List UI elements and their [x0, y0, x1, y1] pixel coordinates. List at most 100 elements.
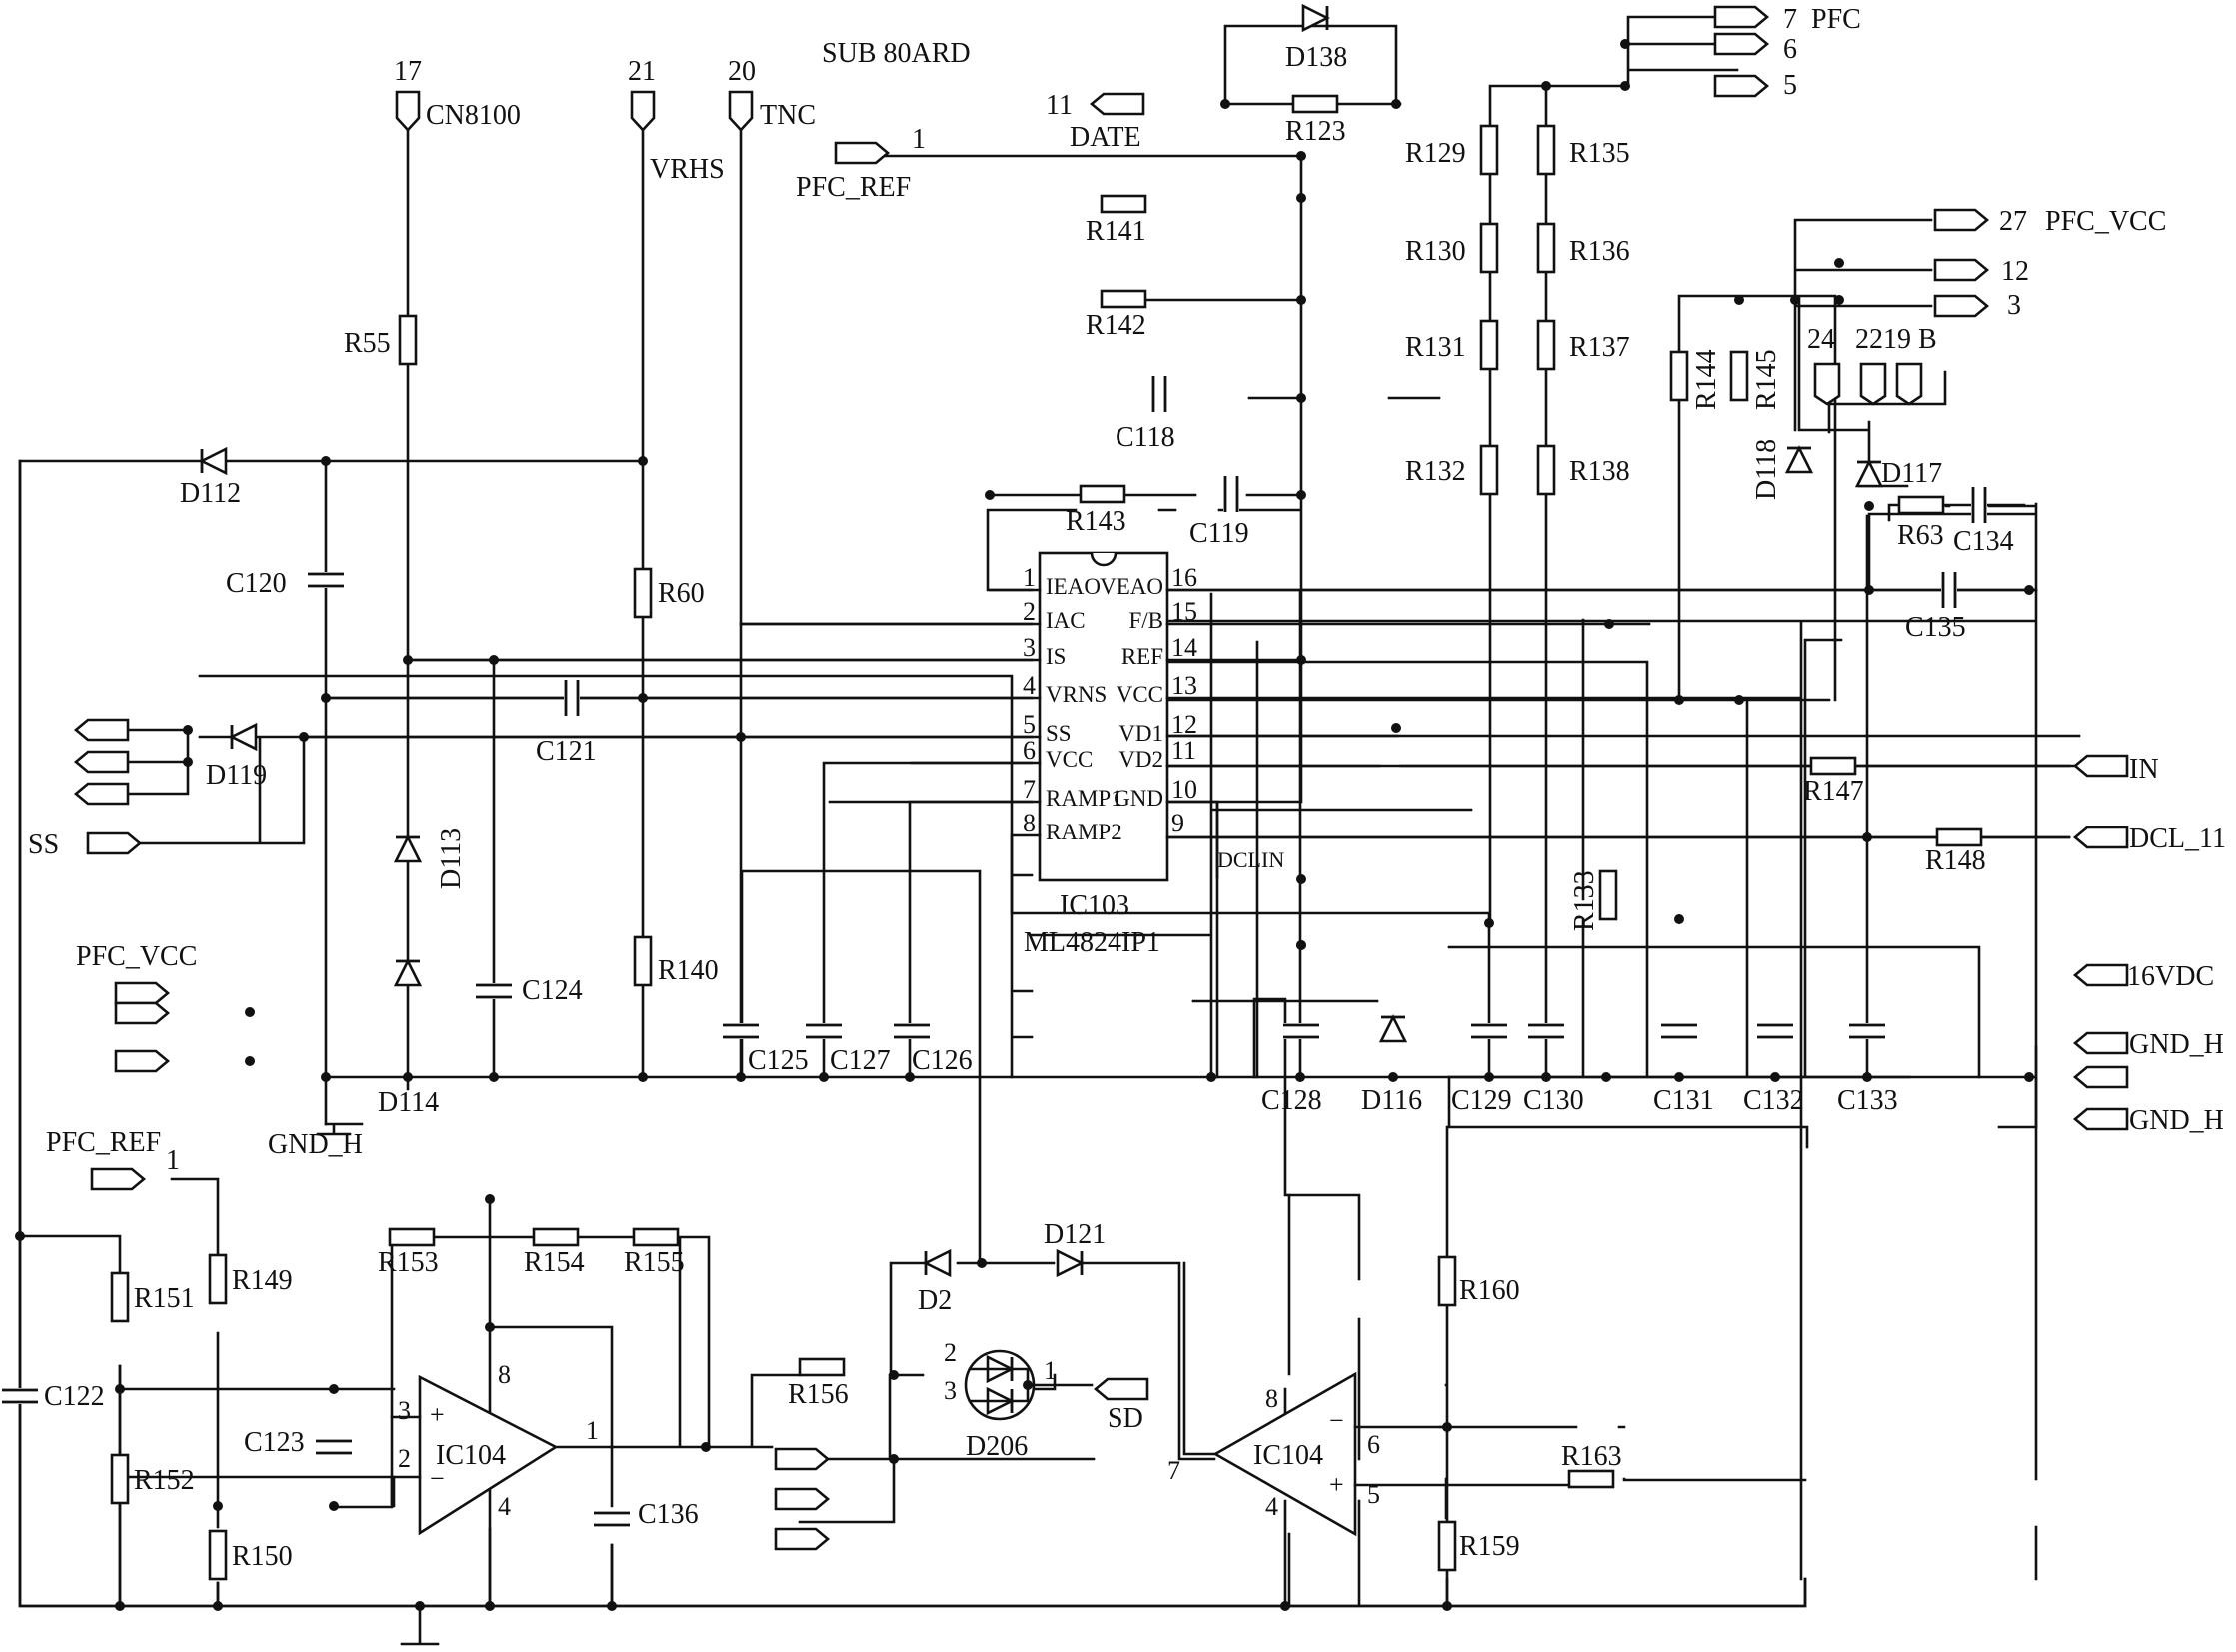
label-r135: R135: [1569, 138, 1630, 169]
ic103-pin-10-number: 10: [1171, 775, 1197, 804]
ic103-pin-13-name: VCC: [1117, 682, 1163, 707]
ic104a-pin3: 3: [398, 1396, 411, 1425]
label-c133: C133: [1837, 1085, 1898, 1116]
label-c127: C127: [830, 1045, 891, 1076]
date-name: DATE: [1070, 122, 1141, 153]
label-r160: R160: [1459, 1275, 1520, 1306]
ic103-pin-11-name: VD2: [1118, 747, 1163, 772]
cn8100-num: 17: [394, 56, 422, 87]
ic103-pin-7-name: RAMP1: [1046, 786, 1122, 811]
ic104b-pin8: 8: [1265, 1384, 1278, 1413]
ic104a-minus: −: [430, 1464, 445, 1493]
d206-pin2: 2: [944, 1338, 957, 1367]
label-r153: R153: [378, 1247, 439, 1278]
ic104b-ref: IC104: [1253, 1440, 1323, 1471]
label-c128: C128: [1261, 1085, 1322, 1116]
label-d138: D138: [1285, 42, 1347, 73]
label-d116: D116: [1361, 1085, 1422, 1116]
pin5-label: 5: [1783, 70, 1797, 101]
gnd-h1-label: GND_H: [2129, 1029, 2224, 1060]
label-r60: R60: [658, 578, 705, 609]
connector-symbols: [74, 5, 2129, 1646]
ic103-pin-15-name: F/B: [1128, 608, 1163, 633]
label-c119: C119: [1189, 518, 1249, 549]
ic103-pin-5-number: 5: [1023, 710, 1036, 739]
ic103-pin-14-number: 14: [1171, 633, 1197, 662]
label-d117: D117: [1881, 458, 1942, 489]
d206-ref: D206: [966, 1431, 1028, 1462]
label-r163: R163: [1561, 1441, 1622, 1472]
vrhs-num: 21: [628, 56, 656, 87]
ic103-pin-12-name: VD1: [1118, 721, 1163, 746]
pin3-label: 3: [2007, 290, 2021, 321]
label-c124: C124: [522, 975, 583, 1006]
label-d118: D118: [1751, 439, 1782, 500]
pin12-label: 12: [2001, 256, 2029, 287]
label-c134: C134: [1953, 526, 2014, 557]
d206-pin1: 1: [1044, 1356, 1057, 1385]
label-d114: D114: [378, 1087, 439, 1118]
label-c122: C122: [44, 1381, 105, 1412]
component-labels: R55R60R140R141R142R143R123R129R130R131R1…: [44, 42, 2014, 1572]
label-r136: R136: [1569, 236, 1630, 267]
ic104b-pin4: 4: [1265, 1492, 1278, 1521]
label-r156: R156: [788, 1379, 849, 1410]
ic104b-minus: −: [1329, 1406, 1344, 1435]
label-r148: R148: [1925, 845, 1986, 876]
labels: SUB 80ARD 17 CN8100 21 VRHS 20 TNC 11 DA…: [28, 4, 2226, 1434]
ic104a-pin8: 8: [498, 1360, 511, 1389]
label-r130: R130: [1405, 236, 1466, 267]
label-c135: C135: [1905, 612, 1966, 643]
label-c136: C136: [638, 1499, 699, 1530]
ic104b-pin6: 6: [1367, 1430, 1380, 1459]
label-r133: R133: [1569, 870, 1600, 931]
ic103-pin-7-number: 7: [1023, 775, 1036, 804]
ic103-pin-3-name: IS: [1046, 644, 1066, 669]
pin2219-label: 2219 B: [1855, 324, 1937, 355]
label-c132: C132: [1743, 1085, 1804, 1116]
ic104b-pin7: 7: [1167, 1456, 1180, 1485]
pfc-ref-left-name: PFC_REF: [46, 1127, 161, 1158]
gnd-h2-label: GND_H: [2129, 1105, 2224, 1136]
date-num: 11: [1046, 90, 1073, 121]
pin6-label: 6: [1783, 34, 1797, 65]
ic104a-pin2: 2: [398, 1444, 411, 1473]
d206-pin3: 3: [944, 1376, 957, 1405]
label-r140: R140: [658, 955, 719, 986]
ic103-pin-2-name: IAC: [1046, 608, 1086, 633]
label-r129: R129: [1405, 138, 1466, 169]
junctions: [15, 39, 2034, 1611]
label-r63: R63: [1897, 520, 1944, 551]
pfc-ref-top-num: 1: [912, 124, 926, 155]
v16-label: 16VDC: [2127, 961, 2214, 992]
pfc-name: PFC: [1811, 4, 1861, 35]
label-c131: C131: [1653, 1085, 1714, 1116]
label-r154: R154: [524, 1247, 585, 1278]
label-r142: R142: [1086, 310, 1146, 341]
label-d2: D2: [918, 1285, 952, 1316]
label-c118: C118: [1116, 422, 1175, 453]
ic103-pin-10-name: GND: [1114, 786, 1163, 811]
dcl-label: DCL_11: [2129, 824, 2226, 854]
tnc-num: 20: [728, 56, 756, 87]
ic104b: IC104 7 6 5 8 4 − +: [1167, 1193, 1579, 1608]
ic103-pin-9-number: 9: [1171, 809, 1184, 837]
vrhs-name: VRHS: [650, 154, 725, 185]
tnc-name: TNC: [760, 100, 816, 131]
label-c130: C130: [1523, 1085, 1584, 1116]
ic103-pin-11-number: 11: [1171, 736, 1196, 765]
label-r145: R145: [1751, 349, 1782, 410]
ic104b-pin5: 5: [1367, 1480, 1380, 1509]
ic103-pin-4-number: 4: [1023, 671, 1036, 700]
label-r152: R152: [134, 1465, 195, 1496]
ss-label: SS: [28, 829, 59, 860]
sd-label: SD: [1108, 1403, 1143, 1434]
pfc-num: 7: [1783, 4, 1797, 35]
ic103-pin-2-number: 2: [1023, 597, 1036, 626]
label-c121: C121: [536, 736, 597, 767]
pfc-ref-top-name: PFC_REF: [796, 172, 911, 203]
label-r141: R141: [1086, 216, 1146, 247]
label-r138: R138: [1569, 456, 1630, 487]
